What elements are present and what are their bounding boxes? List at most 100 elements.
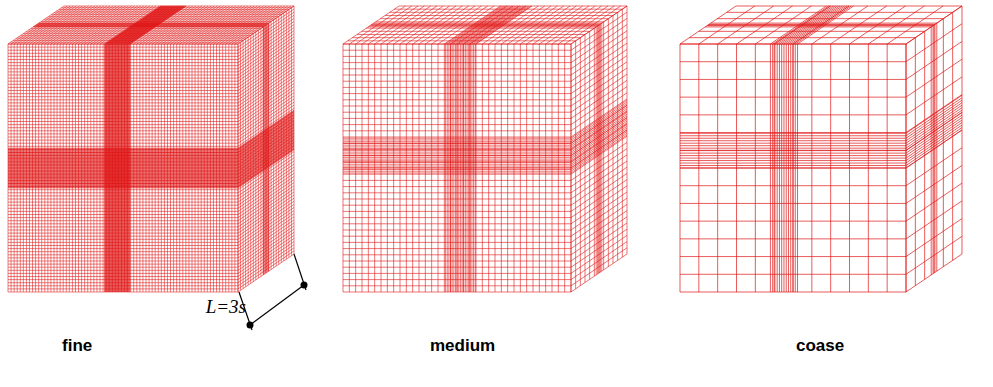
mesh-line [343, 192, 571, 193]
mesh-line [23, 33, 253, 34]
mesh-line [936, 23, 937, 271]
mesh-line [343, 186, 571, 187]
mesh-line [589, 31, 590, 279]
mesh-line [255, 32, 256, 280]
mesh-line [680, 168, 906, 169]
mesh-line [399, 6, 627, 7]
mesh-line [8, 153, 238, 154]
mesh-line [343, 162, 571, 163]
mesh-line [294, 6, 295, 254]
mesh-line [343, 174, 571, 175]
mesh-line [240, 42, 241, 290]
mesh-line [343, 143, 571, 144]
mesh-line [8, 195, 238, 196]
mesh-line [680, 155, 906, 156]
mesh-line [680, 135, 906, 136]
mesh-line [343, 157, 571, 158]
mesh-line [8, 164, 238, 165]
mesh-line [276, 18, 277, 266]
mesh-line [343, 169, 571, 170]
mesh-line [962, 6, 963, 254]
mesh-line [281, 15, 282, 263]
mesh-line [343, 199, 571, 200]
mesh-line [343, 205, 571, 206]
mesh-line [343, 44, 571, 45]
mesh-line [736, 6, 962, 7]
mesh-line [26, 31, 256, 32]
mesh-line [608, 19, 609, 267]
mesh-line [571, 44, 572, 292]
mesh-line [680, 221, 906, 222]
mesh-line [39, 23, 269, 24]
mesh-line [594, 28, 595, 276]
mesh-line [8, 78, 238, 79]
mesh-line [8, 185, 238, 186]
dimension-line [239, 254, 306, 330]
mesh-line [343, 150, 571, 151]
mesh-line [343, 171, 571, 172]
mesh-line [603, 22, 604, 270]
mesh-line [680, 148, 906, 149]
mesh-line [8, 153, 238, 154]
mesh-line [680, 145, 906, 146]
mesh-line [8, 187, 238, 188]
mesh-line [8, 270, 238, 271]
mesh-line [680, 150, 906, 151]
mesh-line [8, 208, 238, 209]
mesh-line [8, 160, 238, 161]
mesh-line [343, 167, 571, 168]
mesh-line [8, 47, 238, 48]
mesh-line [8, 177, 238, 178]
mesh-line [8, 180, 238, 181]
mesh-line [680, 143, 906, 144]
mesh-line [8, 184, 238, 185]
mesh-line [8, 226, 238, 227]
mesh-line [343, 68, 571, 69]
mesh-line [934, 25, 935, 273]
mesh-line [8, 68, 238, 69]
mesh-line [238, 44, 239, 292]
mesh-line [8, 148, 238, 149]
mesh-line [8, 161, 238, 162]
mesh-line [8, 186, 238, 187]
mesh-line [8, 87, 238, 88]
mesh-line [343, 87, 571, 88]
mesh-line [352, 37, 580, 38]
mesh-line [8, 65, 238, 66]
mesh-line [8, 257, 238, 258]
mesh-line [8, 211, 238, 212]
mesh-line [263, 27, 264, 275]
mesh-line [8, 149, 238, 150]
mesh-line [8, 223, 238, 224]
mesh-line [343, 285, 571, 286]
mesh-line [343, 261, 571, 262]
mesh-line [8, 171, 238, 172]
mesh-line [278, 16, 279, 264]
mesh-line [8, 242, 238, 243]
mesh-line [727, 12, 953, 13]
mesh-line [268, 23, 269, 271]
mesh-line [343, 50, 571, 51]
mesh-line [585, 35, 586, 283]
mesh-line [8, 254, 238, 255]
mesh-line [8, 169, 238, 170]
mesh-line [38, 23, 268, 24]
mesh-line [35, 25, 265, 26]
mesh-line [343, 137, 571, 138]
mesh-line [8, 158, 238, 159]
mesh-line [343, 155, 571, 156]
mesh-line [31, 28, 261, 29]
mesh-line [8, 233, 238, 234]
mesh-label: medium [430, 336, 495, 356]
mesh-line [371, 25, 599, 26]
mesh-line [343, 155, 571, 156]
mesh-line [8, 282, 238, 283]
mesh-line [8, 124, 238, 125]
mesh-line [28, 30, 258, 31]
mesh-line [56, 11, 286, 12]
mesh-line [8, 127, 238, 128]
mesh-line [8, 156, 238, 157]
mesh-line [8, 56, 238, 57]
mesh-line [613, 16, 614, 264]
